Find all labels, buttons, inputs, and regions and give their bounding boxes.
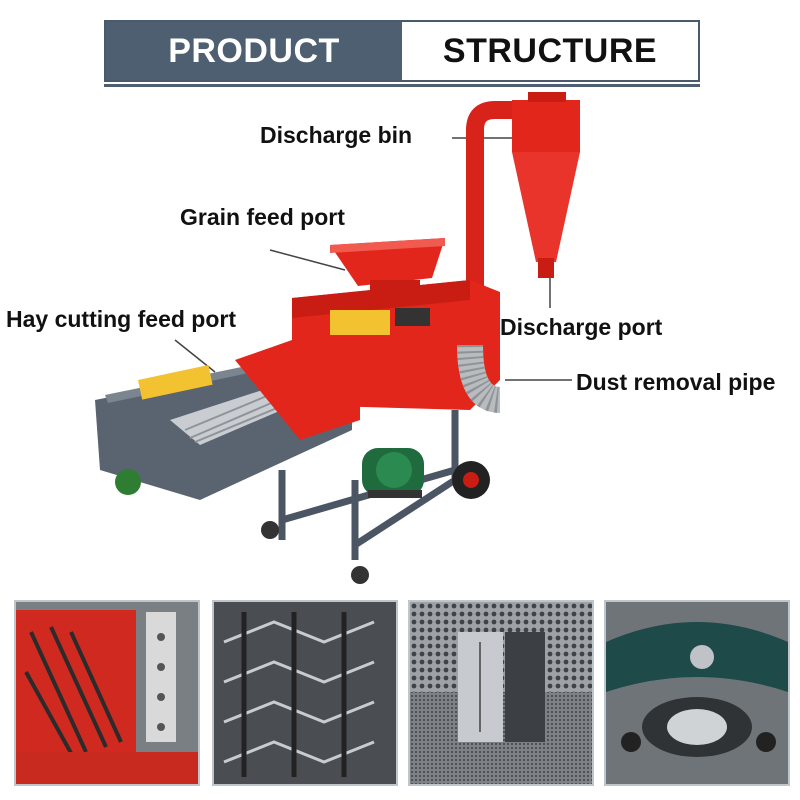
side-panel	[235, 340, 360, 440]
banner-structure-text: STRUCTURE	[402, 22, 698, 80]
header-banner: PRODUCT STRUCTURE	[104, 20, 700, 82]
grain-hopper	[330, 238, 445, 302]
detail-photo-screen-mesh	[408, 600, 594, 786]
banner-product-text: PRODUCT	[106, 22, 402, 80]
label-discharge-port: Discharge port	[500, 314, 663, 340]
detail-photo-cutter-blades	[14, 600, 200, 786]
leader-line-hay-feed	[174, 339, 216, 373]
electric-motor	[362, 448, 424, 498]
label-dust-removal-pipe: Dust removal pipe	[576, 369, 776, 395]
wheels	[261, 461, 490, 584]
dust-pipe	[457, 344, 502, 413]
machine-illustration	[95, 92, 580, 584]
label-hay-cutting-feed-port: Hay cutting feed port	[6, 306, 237, 332]
detail-photo-knife-roller	[212, 600, 398, 786]
label-discharge-bin: Discharge bin	[260, 122, 413, 148]
label-grain-feed-port: Grain feed port	[180, 204, 345, 230]
banner-underline	[104, 84, 700, 87]
cyclone-bin	[512, 92, 580, 278]
detail-photo-bearing-housing	[604, 600, 790, 786]
discharge-pipe	[466, 101, 522, 300]
leader-line-grain-feed	[269, 249, 346, 271]
